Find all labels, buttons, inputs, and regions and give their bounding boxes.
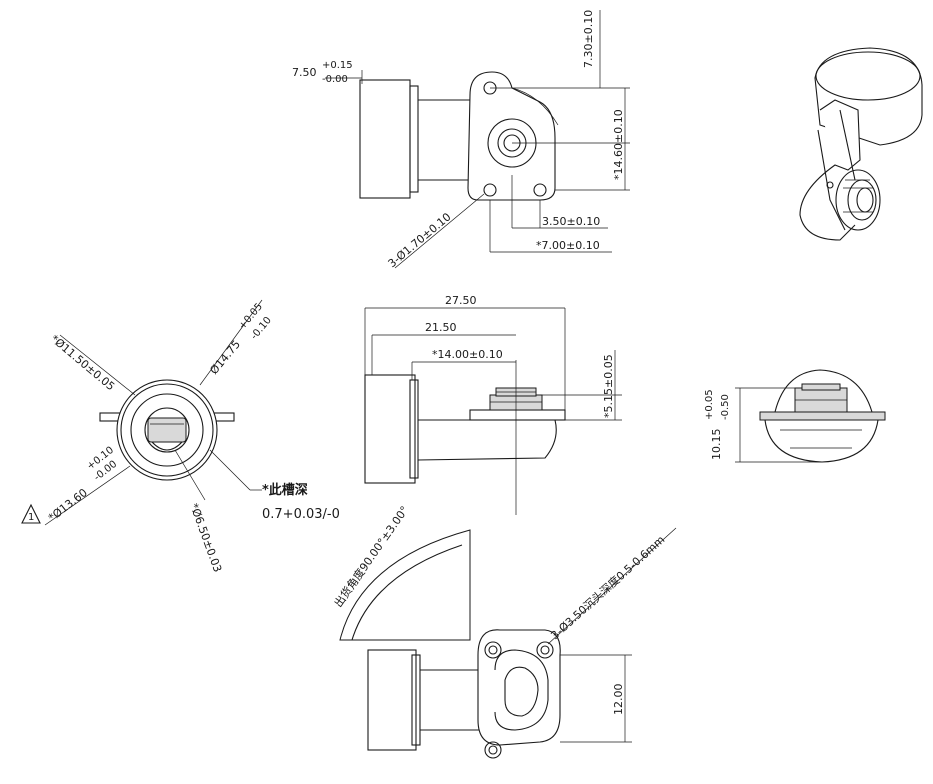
bottom-view: 出货角度90.00°±3.00° 3-Ø3.50沉头深度0.5-0.6mm 12… <box>331 503 677 759</box>
end-view-plate <box>759 411 886 421</box>
dim-body-length: 21.50 <box>425 321 457 334</box>
groove-note-value: 0.7+0.03/-0 <box>262 507 340 522</box>
side-view-body <box>417 419 557 461</box>
end-view: 10.15 +0.05 -0.50 <box>704 369 886 463</box>
dim-mount-holes: 3-Ø1.70±0.10 <box>386 210 454 270</box>
end-view-flange-arc <box>774 369 873 413</box>
side-view-flange <box>364 374 416 484</box>
top-view-flange-step <box>409 85 419 193</box>
dim-side-height: *5.15±0.05 <box>602 354 615 418</box>
counterbore-hole-2 <box>536 641 554 659</box>
top-view-flange <box>359 79 411 199</box>
dim-end-thickness: 10.15 <box>710 429 723 461</box>
side-view: 27.50 21.50 *14.00±0.10 *5.15±0.05 <box>364 294 622 515</box>
end-view-body <box>764 419 879 463</box>
bottom-view-flange <box>367 649 417 751</box>
warning-triangle-icon <box>21 503 41 524</box>
bottom-view-bracket <box>477 629 561 746</box>
side-view-flange-step <box>409 379 419 479</box>
dim-flange-tol-minus: -0.00 <box>322 74 348 85</box>
side-view-plate <box>469 409 566 421</box>
dim-inner-dia: *Ø11.50±0.05 <box>48 332 117 393</box>
front-view: *Ø11.50±0.05 Ø14.75 +0.05 -0.10 *Ø13.60 … <box>21 299 340 574</box>
warning-mark: 1 <box>28 512 34 523</box>
dim-counterbore: 3-Ø3.50沉头深度0.5-0.6mm <box>548 532 668 642</box>
top-view-bracket <box>467 71 556 201</box>
bottom-view-flange-step <box>411 654 421 746</box>
mount-hole-right <box>533 183 547 197</box>
isometric-view <box>799 47 923 241</box>
iso-lens-barrel <box>835 169 881 231</box>
dim-total-length: 27.50 <box>445 294 477 307</box>
dim-end-tol-minus: -0.50 <box>720 394 731 420</box>
dim-flange-thickness: 7.50 <box>292 66 317 79</box>
counterbore-hole-1 <box>484 641 502 659</box>
front-view-aperture <box>144 407 190 453</box>
front-view-barrel <box>130 393 204 467</box>
front-view-lens-cavity <box>147 417 187 443</box>
dim-flange-tol-plus: +0.15 <box>322 60 353 71</box>
exit-angle-sector <box>339 529 471 641</box>
mount-hole-left <box>483 183 497 197</box>
dim-hole-offset: 7.30±0.10 <box>582 10 595 68</box>
dim-barrel-dia: *Ø13.60 <box>46 486 90 524</box>
dim-end-tol-plus: +0.05 <box>704 389 715 420</box>
dim-bottom-height: 12.00 <box>612 684 625 716</box>
groove-note-title: *此槽深 <box>262 482 308 498</box>
iso-bracket <box>799 99 861 241</box>
dim-top-height: *14.60±0.10 <box>612 109 625 180</box>
dim-center-offset: 3.50±0.10 <box>542 215 600 228</box>
dim-lens-position: *14.00±0.10 <box>432 348 503 361</box>
dim-outer-dia: Ø14.75 <box>207 338 243 377</box>
top-view: 7.50 +0.15 -0.00 7.30±0.10 *14.60±0.10 3… <box>292 10 630 270</box>
counterbore-hole-3 <box>484 741 502 759</box>
dim-hole-spacing: *7.00±0.10 <box>536 239 600 252</box>
dim-aperture: *Ø6.50±0.03 <box>187 502 224 574</box>
